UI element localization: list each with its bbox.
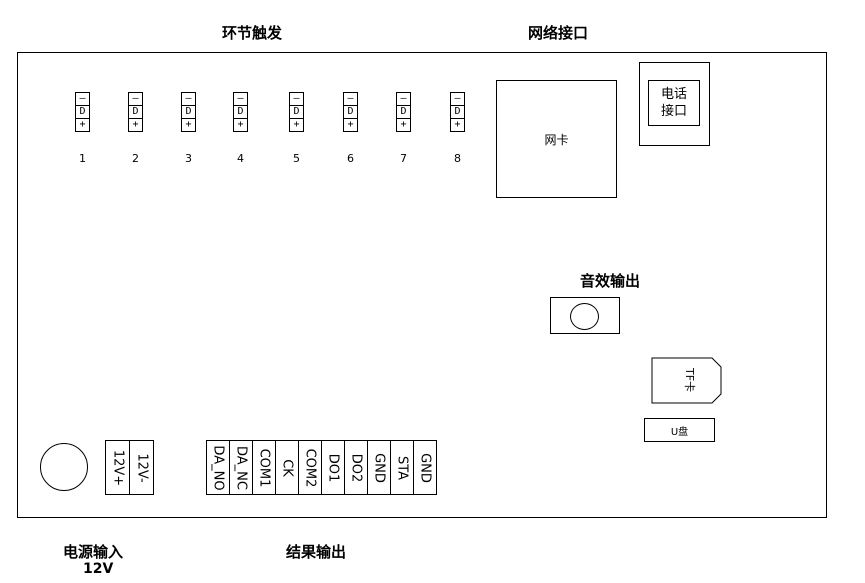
- trigger-terminal-6: –D+: [343, 92, 358, 132]
- trigger-number: 8: [454, 152, 461, 165]
- trigger-terminal-4: –D+: [233, 92, 248, 132]
- trigger-terminal-3: –D+: [181, 92, 196, 132]
- trigger-pin: –: [450, 92, 465, 106]
- trigger-pin: +: [343, 118, 358, 132]
- trigger-number: 6: [347, 152, 354, 165]
- power-terminal-positive-label: 12V+: [110, 449, 125, 486]
- audio-section-title: 音效输出: [580, 272, 641, 290]
- power-jack-circle: [40, 443, 88, 491]
- trigger-pin: D: [181, 105, 196, 119]
- audio-jack-circle: [570, 303, 599, 330]
- trigger-terminal-8: –D+: [450, 92, 465, 132]
- trigger-number: 2: [132, 152, 139, 165]
- trigger-pin: –: [181, 92, 196, 106]
- trigger-pin: D: [233, 105, 248, 119]
- output-terminal-label: DA_NC: [233, 445, 249, 490]
- trigger-pin: +: [289, 118, 304, 132]
- output-terminal-label: DO1: [325, 453, 341, 482]
- trigger-pin: –: [128, 92, 143, 106]
- trigger-pin: –: [396, 92, 411, 106]
- trigger-pin: D: [396, 105, 411, 119]
- trigger-terminal-2: –D+: [128, 92, 143, 132]
- output-terminal-label: GND: [417, 452, 433, 483]
- trigger-pin: +: [181, 118, 196, 132]
- trigger-pin: –: [75, 92, 90, 106]
- network-card-label: 网卡: [544, 132, 569, 147]
- output-terminal: STA: [390, 440, 414, 495]
- output-terminal-label: STA: [394, 455, 410, 480]
- power-terminal-negative: 12V-: [129, 440, 154, 495]
- tf-card-label: TF卡: [683, 367, 697, 393]
- power-voltage-label: 12V: [83, 561, 114, 577]
- phone-port-socket: 电话 接口: [648, 80, 700, 126]
- output-terminal-block: DA_NO DA_NC COM1 CK COM2 DO1 DO2 GND STA GND: [206, 440, 437, 495]
- trigger-terminal-1: –D+: [75, 92, 90, 132]
- tf-card-slot: [651, 357, 722, 404]
- trigger-pin: +: [128, 118, 143, 132]
- trigger-pin: –: [233, 92, 248, 106]
- output-terminal-label: CK: [279, 458, 295, 477]
- audio-jack-module: [550, 297, 620, 334]
- output-terminal-label: COM1: [256, 448, 272, 487]
- output-terminal: GND: [367, 440, 391, 495]
- trigger-pin: +: [450, 118, 465, 132]
- network-card-module: 网卡: [496, 80, 617, 198]
- output-terminal: COM1: [252, 440, 276, 495]
- trigger-pin: D: [75, 105, 90, 119]
- output-terminal: CK: [275, 440, 299, 495]
- trigger-terminal-7: –D+: [396, 92, 411, 132]
- trigger-pin: +: [233, 118, 248, 132]
- result-section-title: 结果输出: [286, 543, 347, 561]
- power-terminal-negative-label: 12V-: [134, 452, 149, 483]
- trigger-pin: D: [128, 105, 143, 119]
- output-terminal-label: DO2: [348, 453, 364, 482]
- output-terminal: DO2: [344, 440, 368, 495]
- trigger-pin: D: [343, 105, 358, 119]
- output-terminal: GND: [413, 440, 437, 495]
- output-terminal-label: COM2: [302, 448, 318, 487]
- power-terminal-positive: 12V+: [105, 440, 130, 495]
- output-terminal: DA_NO: [206, 440, 230, 495]
- board-outline: [17, 52, 827, 518]
- trigger-number: 3: [185, 152, 192, 165]
- output-terminal-label: DA_NO: [210, 444, 226, 491]
- trigger-pin: +: [396, 118, 411, 132]
- phone-port-label-line2: 接口: [660, 104, 687, 119]
- usb-label: U盘: [670, 426, 689, 438]
- output-terminal: DA_NC: [229, 440, 253, 495]
- output-terminal: DO1: [321, 440, 345, 495]
- trigger-pin: D: [289, 105, 304, 119]
- trigger-section-title: 环节触发: [222, 24, 283, 42]
- network-section-title: 网络接口: [528, 24, 589, 42]
- trigger-number: 1: [79, 152, 86, 165]
- trigger-pin: +: [75, 118, 90, 132]
- trigger-pin: –: [343, 92, 358, 106]
- phone-port-label-line1: 电话: [660, 87, 687, 102]
- output-terminal: COM2: [298, 440, 322, 495]
- trigger-number: 4: [237, 152, 244, 165]
- trigger-pin: –: [289, 92, 304, 106]
- phone-port-outer: 电话 接口: [639, 62, 710, 146]
- power-section-title: 电源输入: [63, 543, 124, 561]
- trigger-number: 5: [293, 152, 300, 165]
- trigger-terminal-5: –D+: [289, 92, 304, 132]
- power-terminal-block: 12V+ 12V-: [105, 440, 154, 495]
- usb-port: U盘: [644, 418, 715, 442]
- trigger-pin: D: [450, 105, 465, 119]
- output-terminal-label: GND: [371, 452, 387, 483]
- trigger-number: 7: [400, 152, 407, 165]
